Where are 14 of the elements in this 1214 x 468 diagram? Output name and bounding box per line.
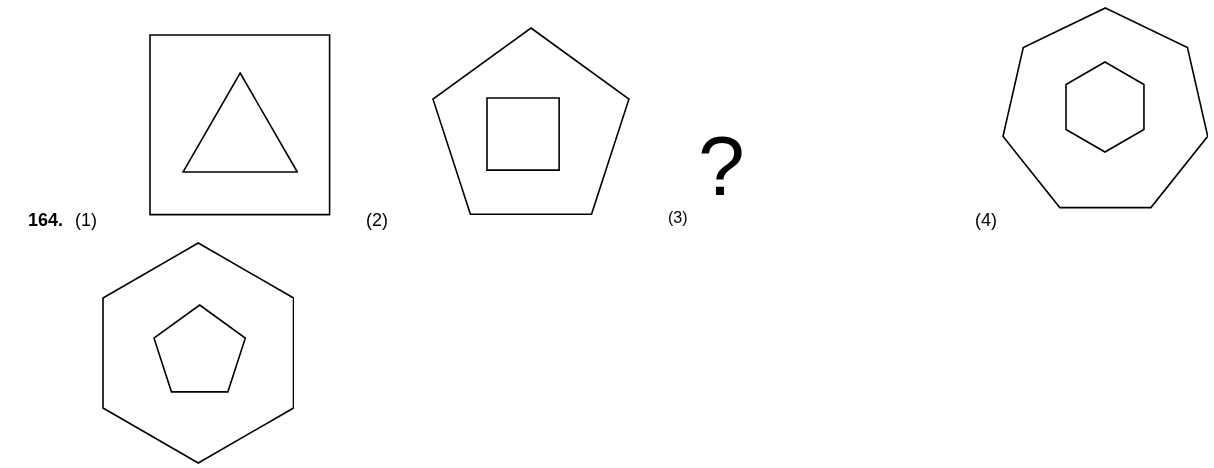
triangle-outline: [181, 72, 299, 173]
square-outline: [149, 34, 331, 216]
hexagon-outline: [101, 242, 295, 464]
option-label: (2): [366, 209, 388, 232]
heptagon-outline: [1001, 7, 1209, 209]
hexagon-outline: [1065, 61, 1145, 153]
option-label: (4): [975, 209, 997, 232]
option-label: (3): [668, 208, 688, 228]
pentagon-outline: [432, 27, 630, 216]
question-mark: ?: [698, 124, 745, 208]
pentagon-outline: [153, 304, 247, 393]
square-outline: [485, 96, 561, 172]
question-number: 164.: [28, 209, 64, 232]
option-label: (1): [75, 209, 97, 232]
